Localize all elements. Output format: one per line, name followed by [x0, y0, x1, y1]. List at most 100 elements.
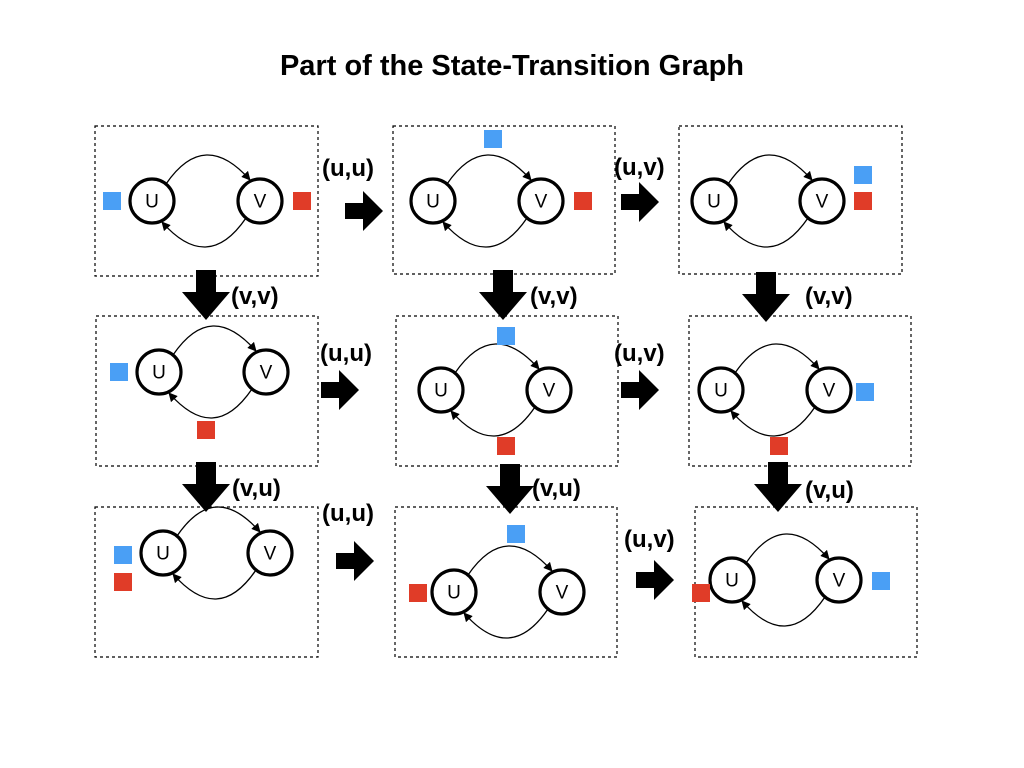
- token-v-red-square: [197, 421, 215, 439]
- token-v-red-square: [409, 584, 427, 602]
- token-u-blue-square: [856, 383, 874, 401]
- edge-u-to-v: [172, 325, 257, 356]
- down-arrow-icon: [182, 270, 230, 320]
- transition-label: (u,u): [320, 340, 372, 367]
- node-u-label: U: [707, 192, 721, 213]
- down-arrow-icon: [754, 462, 802, 512]
- edge-v-to-u: [450, 406, 536, 437]
- token-u-blue-square: [110, 363, 128, 381]
- transition-label: (u,v): [614, 340, 665, 367]
- state-box: [95, 315, 319, 467]
- transition-r1c1-to-r1c2: (u,u): [322, 155, 383, 231]
- node-v-circle: [242, 348, 290, 396]
- state-box: [678, 125, 903, 275]
- node-v-label: V: [260, 363, 273, 384]
- node-u-circle: [417, 366, 465, 414]
- node-u-circle: [128, 177, 176, 225]
- token-v-red-square: [770, 437, 788, 455]
- down-arrow-icon: [479, 270, 527, 320]
- state-box: [394, 506, 618, 658]
- node-u-circle: [409, 177, 457, 225]
- node-u-label: U: [152, 363, 166, 384]
- token-v-red-square: [574, 192, 592, 210]
- node-v-circle: [815, 556, 863, 604]
- right-arrow-icon: [621, 182, 659, 222]
- transition-label: (v,v): [530, 283, 578, 310]
- node-v-label: V: [833, 571, 846, 592]
- transition-r2c1-to-r2c2: (u,u): [320, 340, 372, 410]
- node-v-label: V: [823, 381, 836, 402]
- node-u-circle: [708, 556, 756, 604]
- node-u-label: U: [725, 571, 739, 592]
- node-v-label: V: [556, 583, 569, 604]
- node-v-circle: [246, 529, 294, 577]
- edge-v-to-u: [463, 608, 549, 639]
- token-u-blue-square: [497, 327, 515, 345]
- transition-label: (u,u): [322, 155, 374, 182]
- transition-r2c1-to-r3c1: (v,u): [182, 462, 281, 512]
- edge-u-to-v: [727, 154, 813, 185]
- transition-label: (u,v): [624, 526, 675, 553]
- node-u-label: U: [447, 583, 461, 604]
- edge-u-to-v: [734, 343, 820, 374]
- down-arrow-icon: [182, 462, 230, 512]
- node-u-label: U: [156, 544, 170, 565]
- edge-v-to-u: [161, 217, 247, 248]
- edge-v-to-u: [741, 596, 826, 627]
- transition-r2c3-to-r3c3: (v,u): [754, 462, 854, 512]
- node-u-label: U: [714, 381, 728, 402]
- edge-u-to-v: [454, 343, 540, 374]
- edge-v-to-u: [172, 569, 257, 600]
- token-u-blue-square: [484, 130, 502, 148]
- edge-v-to-u: [442, 217, 528, 248]
- transition-r2c2-to-r3c2: (v,u): [486, 464, 581, 514]
- token-u-blue-square: [114, 546, 132, 564]
- edge-u-to-v: [165, 154, 251, 185]
- token-u-blue-square: [507, 525, 525, 543]
- page-title: Part of the State-Transition Graph: [279, 50, 745, 82]
- transition-label: (v,u): [805, 477, 854, 504]
- node-u-circle: [690, 177, 738, 225]
- node-u-label: U: [434, 381, 448, 402]
- right-arrow-icon: [345, 191, 383, 231]
- transition-r1c3-to-r2c3: (v,v): [742, 272, 853, 322]
- node-u-label: U: [426, 192, 440, 213]
- down-arrow-icon: [486, 464, 534, 514]
- transition-r3c1-to-r3c2: (u,u): [322, 500, 374, 581]
- node-v-label: V: [816, 192, 829, 213]
- token-v-red-square: [497, 437, 515, 455]
- edge-u-to-v: [467, 545, 553, 576]
- edge-v-to-u: [723, 217, 809, 248]
- transition-r1c2-to-r2c2: (v,v): [479, 270, 578, 320]
- right-arrow-icon: [636, 560, 674, 600]
- edge-u-to-v: [446, 154, 532, 185]
- node-u-circle: [430, 568, 478, 616]
- down-arrow-icon: [742, 272, 790, 322]
- right-arrow-icon: [621, 370, 659, 410]
- node-v-circle: [798, 177, 846, 225]
- node-v-label: V: [254, 192, 267, 213]
- edge-v-to-u: [730, 406, 816, 437]
- node-v-label: V: [535, 192, 548, 213]
- transition-r2c2-to-r2c3: (u,v): [614, 340, 665, 410]
- token-v-red-square: [692, 584, 710, 602]
- state-box: [688, 315, 912, 467]
- node-v-circle: [236, 177, 284, 225]
- node-u-circle: [135, 348, 183, 396]
- transition-label: (u,v): [614, 154, 665, 181]
- transition-r1c1-to-r2c1: (v,v): [182, 270, 279, 320]
- transition-label: (u,u): [322, 500, 374, 527]
- transition-label: (v,u): [232, 475, 281, 502]
- node-v-circle: [517, 177, 565, 225]
- node-u-circle: [139, 529, 187, 577]
- right-arrow-icon: [336, 541, 374, 581]
